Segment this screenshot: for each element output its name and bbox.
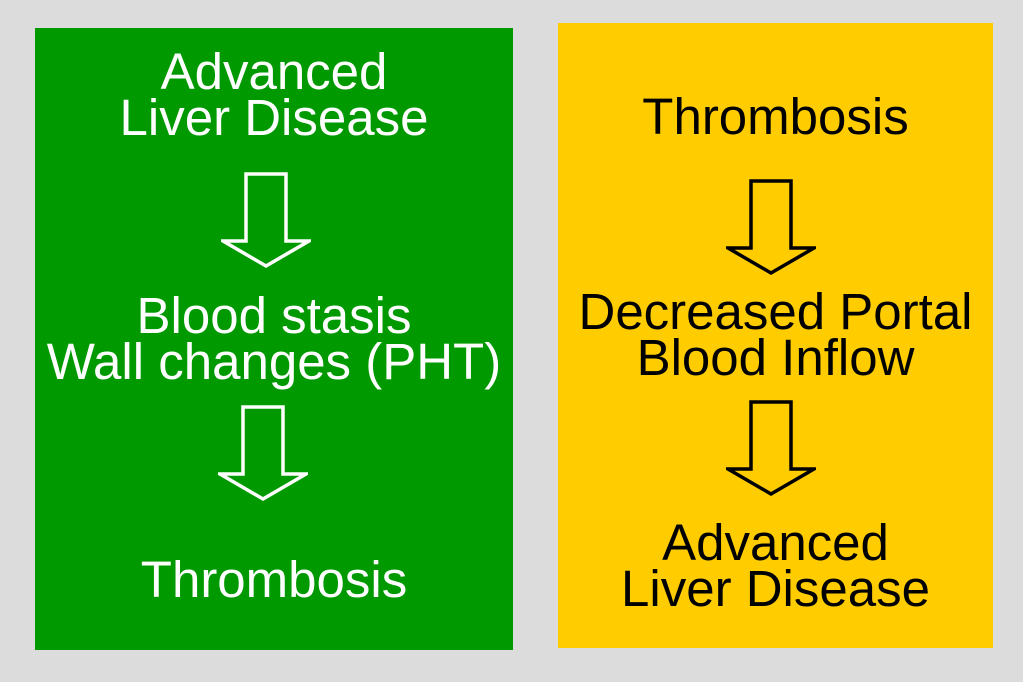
down-arrow-icon — [221, 172, 311, 272]
down-arrow-icon — [218, 405, 308, 505]
flow-step-line: Blood Inflow — [636, 329, 915, 386]
down-arrow-icon — [726, 179, 816, 279]
gold-pathway-panel: Thrombosis Decreased Portal Blood Inflow… — [558, 23, 993, 648]
flow-step-thrombosis: Thrombosis — [558, 88, 993, 145]
green-pathway-panel: Advanced Liver Disease Blood stasis Wall… — [35, 28, 513, 650]
flow-step-line: Liver Disease — [621, 560, 930, 617]
flow-step-thrombosis: Thrombosis — [35, 551, 513, 608]
flow-step-line: Decreased Portal — [578, 283, 973, 340]
flow-step-line: Wall changes (PHT) — [46, 333, 502, 390]
flow-step-line: Thrombosis — [642, 88, 909, 145]
flow-step-decreased-portal-blood-inflow: Decreased Portal Blood Inflow — [558, 283, 993, 386]
flow-step-line: Liver Disease — [119, 89, 429, 146]
flow-step-line: Blood stasis — [136, 287, 412, 344]
flow-step-advanced-liver-disease: Advanced Liver Disease — [558, 514, 993, 617]
flow-step-blood-stasis: Blood stasis Wall changes (PHT) — [35, 287, 513, 390]
down-arrow-icon — [726, 400, 816, 500]
flow-step-advanced-liver-disease: Advanced Liver Disease — [35, 43, 513, 146]
flow-step-line: Advanced — [662, 514, 889, 571]
flow-step-line: Advanced — [160, 43, 388, 100]
flow-step-line: Thrombosis — [140, 551, 408, 608]
